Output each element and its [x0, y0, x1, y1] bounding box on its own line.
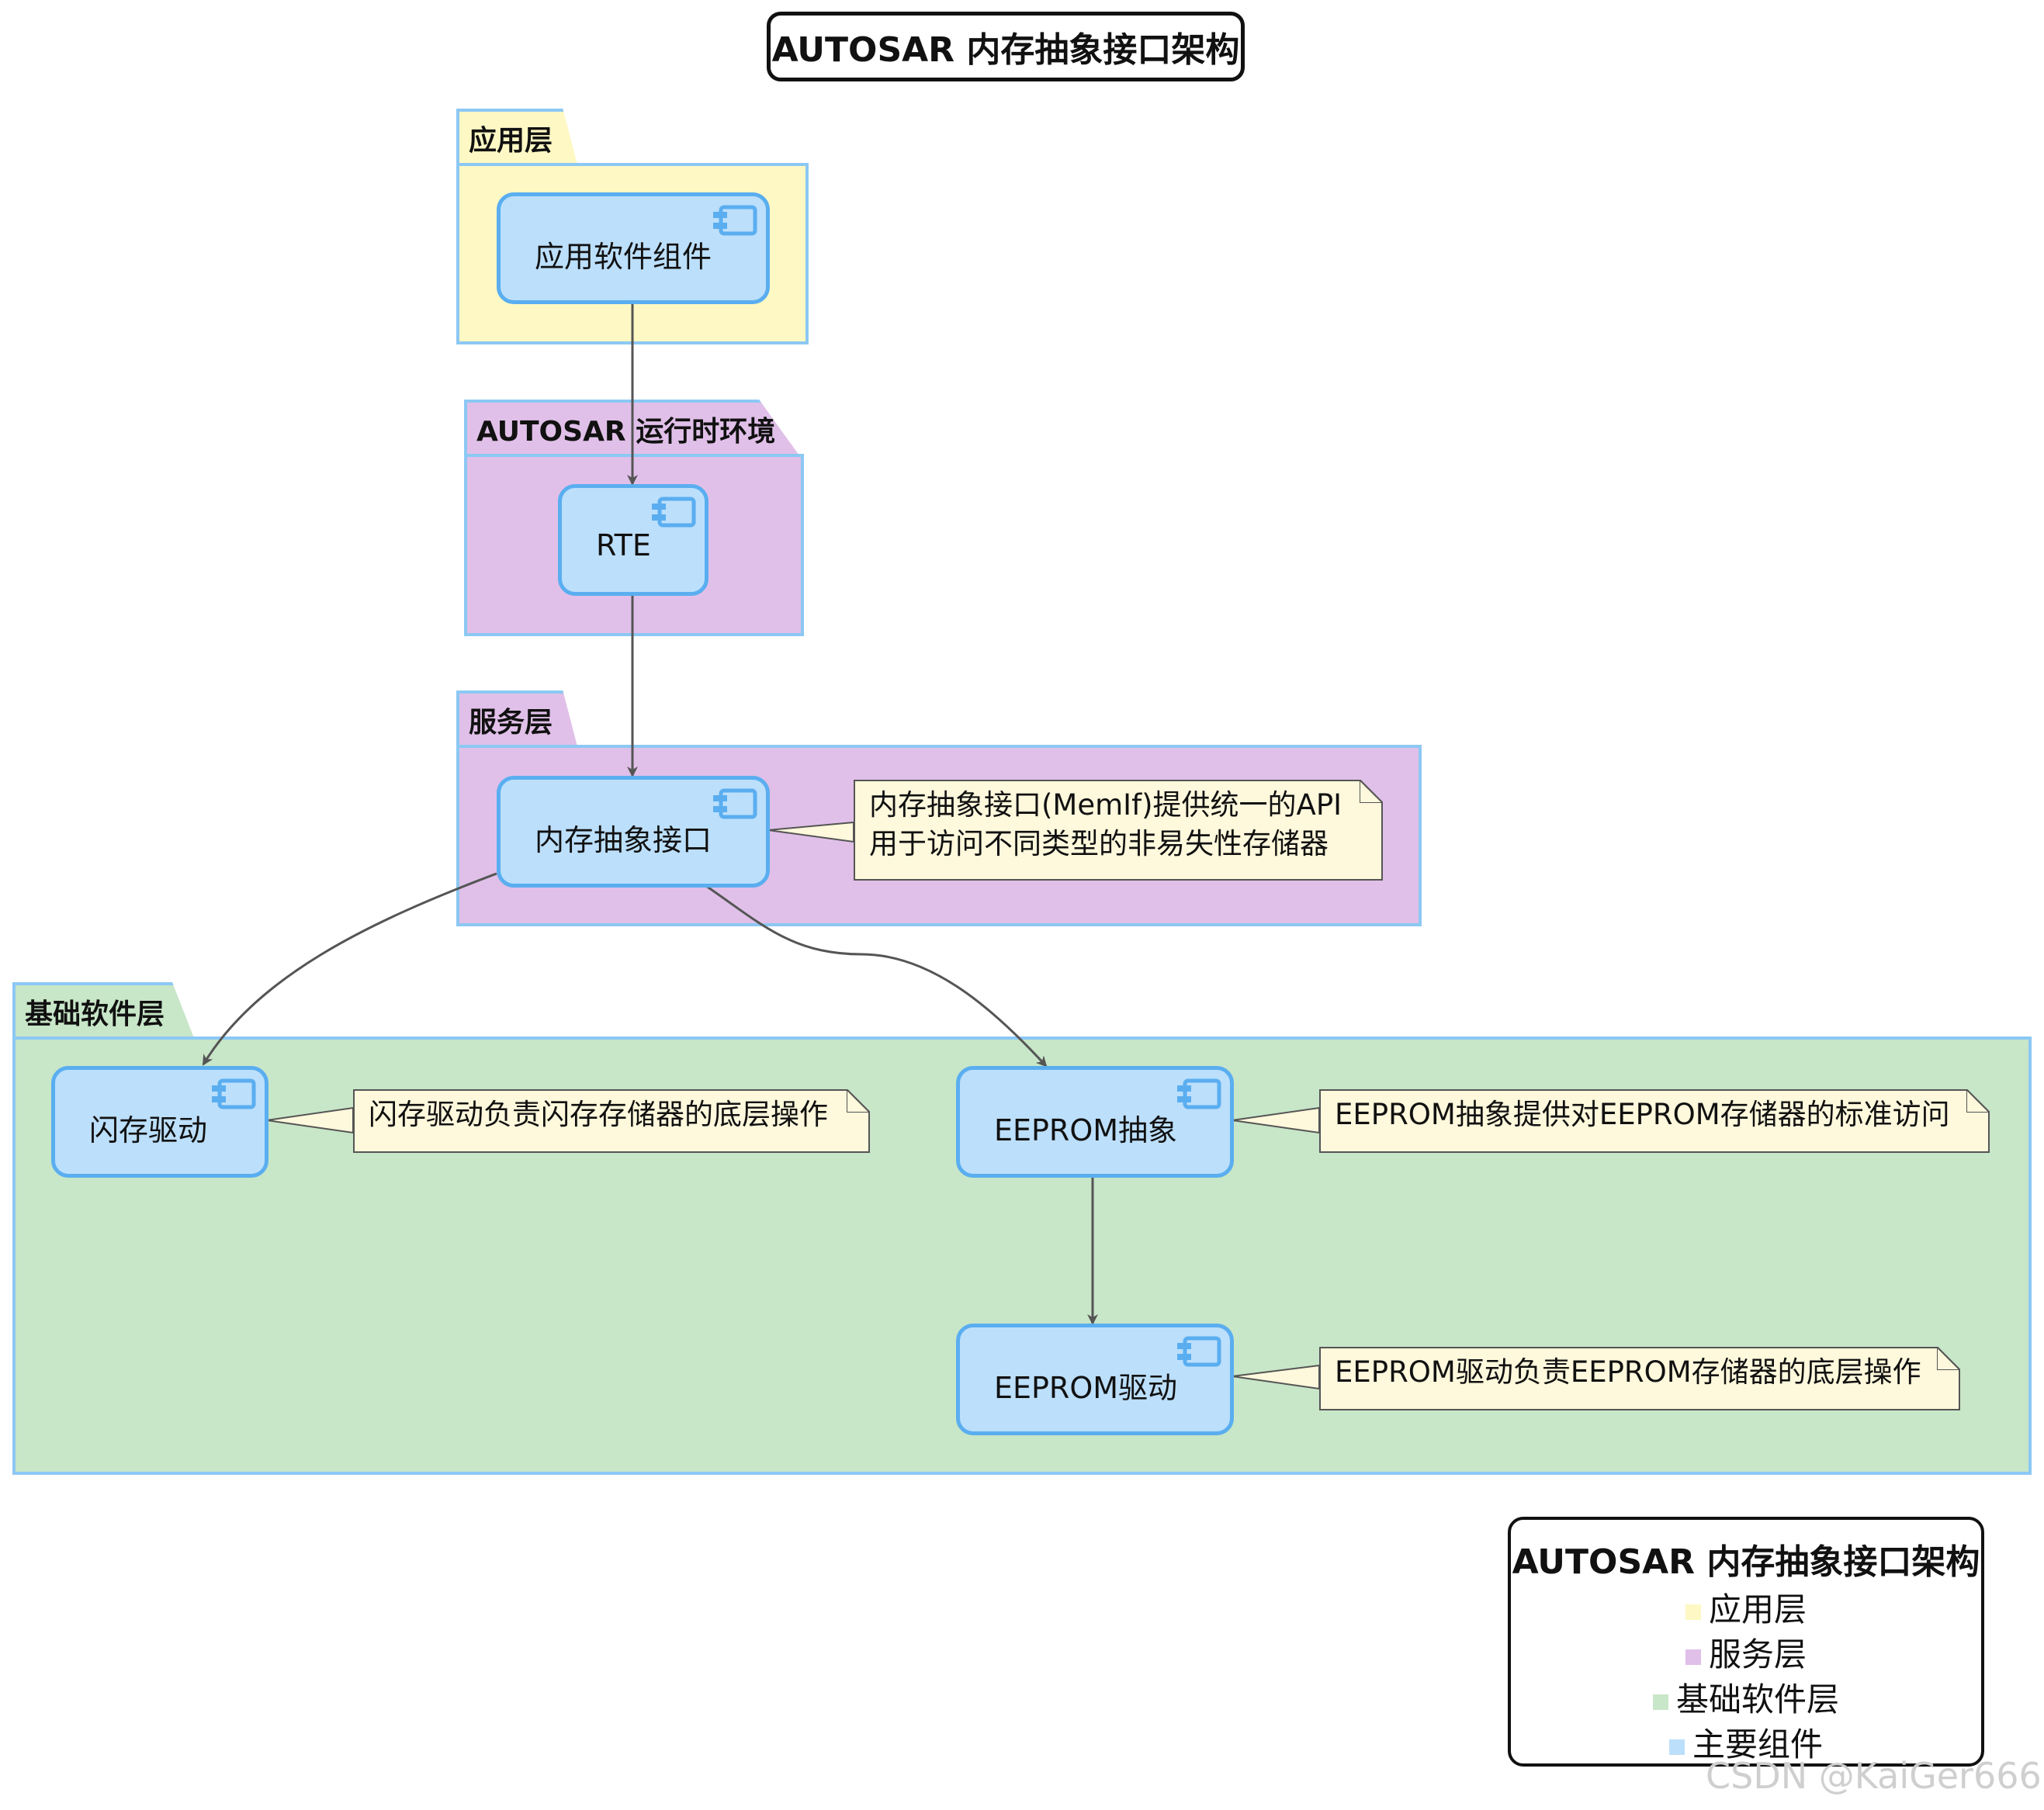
note-pointer-flash: [266, 1106, 354, 1134]
note-memif: 内存抽象接口(MemIf)提供统一的API 用于访问不同类型的非易失性存储器: [854, 780, 1383, 881]
component-label: 应用软件组件: [535, 239, 712, 274]
legend-swatch: [1685, 1649, 1701, 1665]
legend-item-label: 服务层: [1708, 1635, 1807, 1673]
component-rte[interactable]: RTE: [558, 484, 708, 596]
arrow-memif-to-flash: [202, 872, 497, 1066]
legend-swatch: [1652, 1694, 1668, 1710]
legend-item-service-layer: 服务层: [1511, 1628, 1981, 1676]
note-fold-icon: [1360, 780, 1383, 803]
note-flash-text: 闪存驱动负责闪存存储器的底层操作: [369, 1098, 828, 1131]
note-pointer-eeprom-abs: [1232, 1106, 1320, 1134]
package-label-app: 应用层: [469, 125, 553, 157]
legend-title: AUTOSAR 内存抽象接口架构: [1512, 1542, 1980, 1582]
diagram-title: AUTOSAR 内存抽象接口架构: [767, 12, 1245, 81]
component-label: 闪存驱动: [89, 1113, 208, 1147]
package-tab-bsw: 基础软件层: [12, 982, 194, 1038]
note-memif-line2: 用于访问不同类型的非易失性存储器: [869, 827, 1329, 860]
component-memory-abstraction-interface[interactable]: 内存抽象接口: [497, 776, 770, 888]
note-eeprom-drv-text: EEPROM驱动负责EEPROM存储器的底层操作: [1335, 1355, 1921, 1389]
note-pointer-eeprom-drv: [1232, 1364, 1320, 1390]
component-icon: [652, 497, 696, 528]
watermark: CSDN @KaiGer666: [1706, 1755, 2042, 1797]
note-fold-icon: [1966, 1089, 1990, 1113]
component-eeprom-abstraction[interactable]: EEPROM抽象: [956, 1066, 1234, 1178]
legend-item-bsw-layer: 基础软件层: [1511, 1673, 1981, 1721]
legend-item-app-layer: 应用层: [1511, 1583, 1981, 1631]
note-eeprom-abs-text: EEPROM抽象提供对EEPROM存储器的标准访问: [1335, 1098, 1950, 1131]
component-icon: [713, 788, 757, 819]
component-flash-driver[interactable]: 闪存驱动: [51, 1066, 268, 1178]
component-icon: [713, 205, 757, 236]
package-label-service: 服务层: [469, 707, 553, 739]
note-eeprom-driver: EEPROM驱动负责EEPROM存储器的底层操作: [1319, 1347, 1960, 1410]
package-tab-service: 服务层: [456, 690, 577, 746]
legend-item-label: 基础软件层: [1675, 1680, 1839, 1718]
legend-item-label: 主要组件: [1692, 1725, 1823, 1763]
component-label: EEPROM抽象: [994, 1113, 1178, 1147]
legend-swatch: [1668, 1739, 1685, 1755]
package-tab-app: 应用层: [456, 109, 577, 164]
note-eeprom-abstraction: EEPROM抽象提供对EEPROM存储器的标准访问: [1319, 1089, 1990, 1153]
component-app-software[interactable]: 应用软件组件: [497, 192, 770, 304]
note-flash-driver: 闪存驱动负责闪存存储器的底层操作: [353, 1089, 870, 1153]
component-icon: [1177, 1336, 1221, 1367]
note-fold-icon: [847, 1089, 870, 1113]
note-memif-line1: 内存抽象接口(MemIf)提供统一的API: [869, 788, 1342, 822]
legend-item-main-components: 主要组件: [1511, 1718, 1981, 1766]
package-label-rte: AUTOSAR 运行时环境: [476, 416, 776, 448]
note-pointer-memif: [767, 821, 854, 843]
legend: AUTOSAR 内存抽象接口架构 应用层 服务层 基础软件层 主要组件: [1508, 1517, 1984, 1767]
component-label: RTE: [596, 528, 651, 562]
component-label: EEPROM驱动: [994, 1370, 1178, 1405]
component-icon: [212, 1078, 256, 1109]
legend-item-label: 应用层: [1708, 1590, 1807, 1628]
component-eeprom-driver[interactable]: EEPROM驱动: [956, 1324, 1234, 1435]
note-fold-icon: [1937, 1347, 1960, 1370]
arrow-memif-to-eeprom-abs: [705, 884, 1048, 1068]
component-icon: [1177, 1078, 1221, 1109]
package-label-bsw: 基础软件层: [25, 998, 165, 1030]
legend-swatch: [1685, 1604, 1701, 1620]
component-label: 内存抽象接口: [535, 822, 712, 857]
